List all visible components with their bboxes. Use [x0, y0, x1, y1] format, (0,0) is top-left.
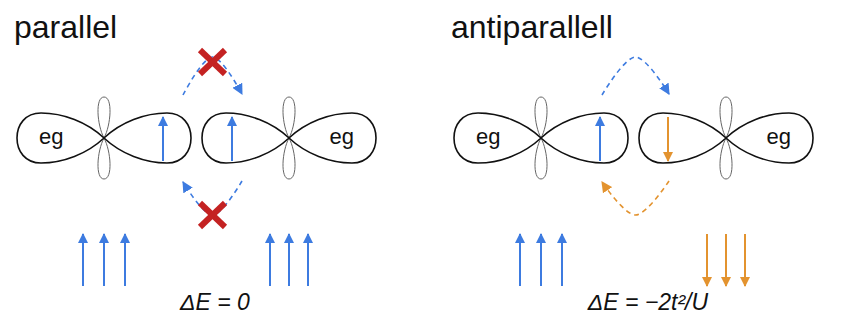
eg-orbital: eg [200, 95, 378, 181]
spin-down [706, 234, 708, 286]
orbital-lobe [98, 97, 110, 138]
orbital-lobe [535, 97, 547, 138]
orbital-lobe [720, 138, 732, 179]
spin-down [744, 234, 746, 286]
forbidden-cross [200, 50, 225, 74]
orbital-label: eg [767, 126, 791, 148]
spin-up [124, 234, 126, 286]
orbital-lobe [454, 113, 541, 163]
orbital-lobe [289, 113, 376, 163]
forbidden-cross [200, 203, 225, 227]
orbital-label: eg [330, 126, 354, 148]
hopping-arrow [183, 181, 242, 215]
orbital-lobe [726, 113, 813, 163]
eg-orbital: eg [452, 95, 630, 181]
orbital-lobe [639, 113, 726, 163]
eg-orbital: eg [637, 95, 815, 181]
eg-orbital: eg [15, 95, 193, 181]
orbital-lobe [283, 138, 295, 179]
core-spins [83, 234, 745, 286]
orbital-label: eg [39, 126, 63, 148]
spin-up [540, 234, 542, 286]
orbital-spins [163, 117, 668, 161]
spin-up [561, 234, 563, 286]
hopping-arrow [602, 57, 669, 95]
orbital-lobe [283, 97, 295, 138]
orbital-lobe [535, 138, 547, 179]
spin-up [288, 234, 290, 286]
hopping-arrow [602, 181, 669, 215]
orbital-label: eg [476, 126, 500, 148]
orbital-lobe [98, 138, 110, 179]
spin-up [103, 234, 105, 286]
spin-up [599, 117, 601, 161]
spin-up [231, 117, 233, 161]
orbital-lobe [17, 113, 104, 163]
orbital-lobe [104, 113, 191, 163]
spin-up [82, 234, 84, 286]
panel-title: parallel [14, 10, 117, 45]
orbital-lobe [202, 113, 289, 163]
spin-up [162, 117, 164, 161]
spin-up [307, 234, 309, 286]
energy-formula: ΔE = −2t²/U [588, 290, 708, 315]
orbital-lobe [541, 113, 628, 163]
orbital-lobe [720, 97, 732, 138]
spin-down [725, 234, 727, 286]
energy-formula: ΔE = 0 [180, 290, 250, 315]
panel-title: antiparallell [451, 10, 613, 45]
spin-up [519, 234, 521, 286]
spin-down [667, 117, 669, 161]
spin-up [269, 234, 271, 286]
